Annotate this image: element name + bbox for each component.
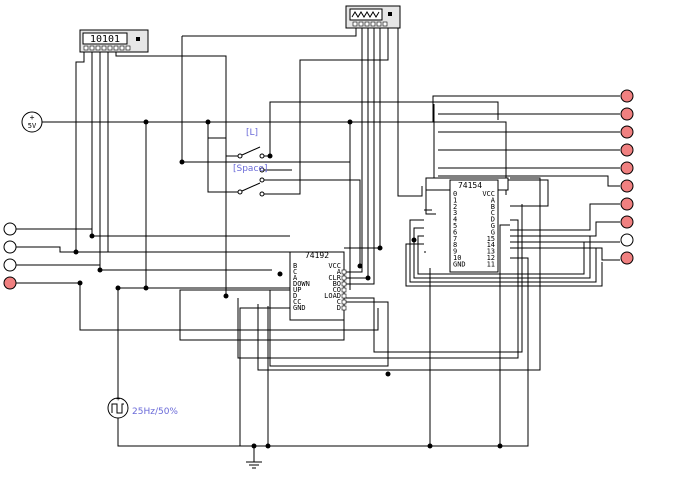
left-input-leds	[3, 222, 17, 290]
power-label: 5V	[28, 122, 37, 130]
chip-74192-right-pin-label: C	[337, 298, 341, 306]
chip-74154-right-pin-label: VCC	[482, 190, 495, 198]
display-icon	[79, 29, 149, 53]
led-icon[interactable]	[3, 240, 17, 254]
chip-74154-right-pin-label: A	[491, 196, 496, 204]
switch-icon[interactable]	[237, 146, 265, 173]
ground-icon	[246, 461, 262, 469]
led-icon[interactable]	[620, 215, 634, 229]
chip-74154-left-pin-label: GND	[453, 260, 466, 268]
switch-lower-key: [Space]	[233, 164, 267, 174]
chip-74154-right-pin-label: B	[491, 203, 495, 211]
chip-74192-right-pin-label: CLR	[328, 274, 341, 282]
chip-pin[interactable]	[341, 305, 347, 311]
led-icon[interactable]	[620, 251, 634, 265]
led-icon[interactable]	[620, 161, 634, 175]
svg-text:+: +	[116, 395, 120, 403]
chip-74154-right-pin-label: 11	[487, 260, 495, 268]
led-icon[interactable]	[620, 89, 634, 103]
led-icon[interactable]	[620, 143, 634, 157]
chip-74154-right-pin-label: 13	[487, 248, 495, 256]
chip-74154-right-pin-label: D	[491, 216, 495, 224]
led-icon[interactable]	[620, 179, 634, 193]
display-icon	[345, 5, 401, 29]
chip-pin[interactable]	[341, 287, 347, 293]
chip-pin[interactable]	[341, 293, 347, 299]
chip-74192-right-pin-label: D	[337, 304, 341, 312]
chip-74192-left-pin-label: DOWN	[293, 280, 310, 288]
chip-74154-name: 74154	[458, 181, 482, 190]
chip-74154-left-pin-label: 8	[453, 241, 457, 249]
chip-74154-left-pin-label: 6	[453, 228, 457, 236]
chip-74154-left-pin-label: 3	[453, 209, 457, 217]
led-icon[interactable]	[620, 233, 634, 247]
chip-74192-left-pin-label: B	[293, 262, 297, 270]
chip-74154-left-pin-label: 7	[453, 235, 457, 243]
power-source-icon: + 5V	[21, 111, 43, 133]
led-icon[interactable]	[3, 276, 17, 290]
chip-74192-right-pin-label: CO	[333, 286, 341, 294]
led-icon[interactable]	[620, 125, 634, 139]
chip-74154-right-pin-label: 12	[487, 254, 495, 262]
switch-icon[interactable]	[237, 177, 265, 197]
wires	[10, 26, 620, 462]
chip-74154-left-pin-label: 4	[453, 216, 457, 224]
chip-74192-right-pin-label: BO	[333, 280, 341, 288]
chip-74154-right-pin-label: C	[491, 209, 495, 217]
chip-pin[interactable]	[341, 299, 347, 305]
chip-74154-right-pin-label: 15	[487, 235, 495, 243]
led-icon[interactable]	[620, 107, 634, 121]
chip-74154-left-pin-label: 2	[453, 203, 457, 211]
chip-74192-left-pin-label: CC	[293, 298, 301, 306]
clock-label: 25Hz/50%	[132, 407, 178, 417]
led-icon[interactable]	[3, 222, 17, 236]
right-output-leds	[620, 89, 634, 265]
chip-74154-left-pin-label: 5	[453, 222, 457, 230]
chip-74192-left-pin-label: D	[293, 292, 297, 300]
chip-74154-right-pin-label: 14	[487, 241, 495, 249]
chip-74154-left-pin-label: 10	[453, 254, 461, 262]
chip-74192-left-pin-label: C	[293, 268, 297, 276]
chip-74154-right-pin-label: G	[491, 222, 495, 230]
chip-74154-right-pin-label: G	[491, 228, 495, 236]
chip-74192-left-pin-label: A	[293, 274, 298, 282]
chip-pin[interactable]	[341, 281, 347, 287]
chip-74192-right-pin-label: A	[337, 268, 342, 276]
chip-74192-left-pin-label: UP	[293, 286, 301, 294]
chip-pin[interactable]	[341, 269, 347, 275]
svg-text:+: +	[30, 113, 35, 122]
chip-74192-right-pin-label: VCC	[328, 262, 341, 270]
chip-74192-left-pin-label: GND	[293, 304, 306, 312]
chip-74154-left-pin-label: 9	[453, 248, 457, 256]
chip-74192-name: 74192	[305, 251, 329, 260]
switch-upper-key: [L]	[246, 128, 258, 138]
led-icon[interactable]	[620, 197, 634, 211]
chip-pin[interactable]	[341, 275, 347, 281]
chip-74154-left-pin-label: 0	[453, 190, 457, 198]
clock-source-icon[interactable]: +	[107, 395, 129, 419]
junctions	[73, 119, 503, 449]
chip-74154-left-pin-label: 1	[453, 196, 457, 204]
chip-74192-right-pin-label: LOAD	[324, 292, 341, 300]
led-icon[interactable]	[3, 258, 17, 272]
hex-display-value: 10101	[90, 34, 120, 45]
